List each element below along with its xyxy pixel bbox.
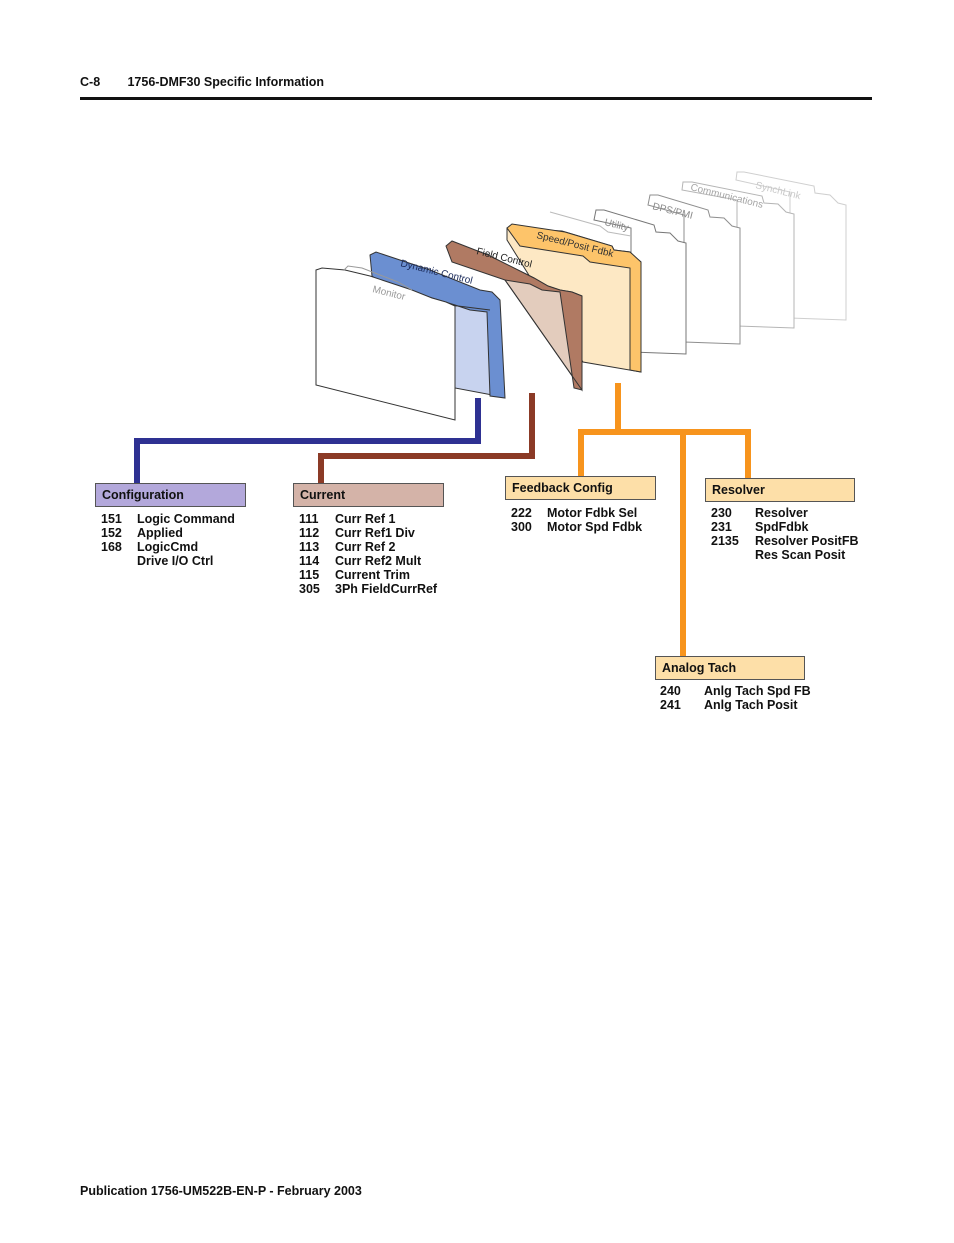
page-header: C-8 1756-DMF30 Specific Information	[80, 75, 324, 89]
page-title: 1756-DMF30 Specific Information	[127, 75, 325, 89]
configuration-box: Configuration	[95, 483, 246, 507]
list-item: Res Scan Posit	[755, 548, 846, 562]
connector-configuration	[134, 398, 481, 484]
publication-footer: Publication 1756-UM522B-EN-P - February …	[80, 1184, 362, 1198]
folder-monitor: Monitor	[315, 265, 456, 421]
connector-feedback-config	[578, 429, 751, 478]
folder-label-communications: Communications	[689, 182, 764, 211]
page-number: C-8	[80, 75, 101, 89]
list-item: Drive I/O Ctrl	[137, 554, 214, 568]
resolver-box: Resolver	[705, 478, 855, 502]
current-box: Current	[293, 483, 444, 507]
feedback-config-box: Feedback Config	[505, 476, 656, 500]
analog-tach-box: Analog Tach	[655, 656, 805, 680]
connector-current	[318, 393, 535, 484]
folder-field-control: Field Control	[445, 240, 583, 392]
header-rule	[80, 97, 872, 100]
